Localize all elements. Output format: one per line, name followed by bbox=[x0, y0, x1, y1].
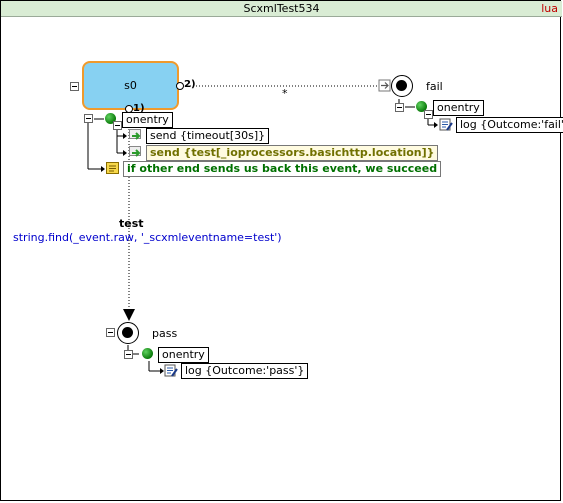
transition-marker: 2) bbox=[184, 79, 196, 90]
tree-arrow bbox=[434, 122, 438, 128]
collapse-s0-toggle[interactable] bbox=[70, 82, 79, 91]
state-fail-label: fail bbox=[426, 80, 443, 93]
initial-marker: 1) bbox=[133, 103, 145, 114]
collapse-fail-actions-toggle[interactable] bbox=[424, 110, 433, 119]
comment-action[interactable]: if other end sends us back this event, w… bbox=[123, 161, 442, 177]
collapse-pass-toggle[interactable] bbox=[106, 328, 115, 337]
collapse-s0-actions-toggle[interactable] bbox=[113, 121, 122, 130]
transition-to-pass-condition: string.find(_event.raw, '_scxmleventname… bbox=[13, 231, 282, 244]
state-s0-label: s0 bbox=[124, 79, 137, 92]
onentry-icon bbox=[105, 113, 116, 124]
log-icon bbox=[439, 118, 453, 131]
final-state-fail-icon[interactable] bbox=[391, 75, 413, 97]
pass-onentry-label[interactable]: onentry bbox=[158, 347, 209, 363]
pass-log-action[interactable]: log {Outcome:'pass'} bbox=[181, 363, 309, 379]
fail-log-action[interactable]: log {Outcome:'fail'} bbox=[456, 117, 563, 133]
onentry-icon bbox=[416, 101, 427, 112]
tree-arrow bbox=[160, 368, 164, 374]
diagram-title: ScxmlTest534 bbox=[243, 2, 320, 15]
collapse-s0-onentry-toggle[interactable] bbox=[84, 114, 93, 123]
state-s0[interactable]: s0 bbox=[82, 61, 179, 110]
fail-onentry-label[interactable]: onentry bbox=[433, 100, 484, 116]
transition-to-pass-arrowhead bbox=[123, 309, 135, 321]
state-pass-label: pass bbox=[152, 327, 178, 340]
tree-arrow bbox=[101, 166, 105, 172]
final-state-pass-icon[interactable] bbox=[117, 322, 139, 344]
transition-target-icon bbox=[378, 79, 391, 92]
comment-icon bbox=[106, 162, 119, 174]
collapse-pass-onentry-toggle[interactable] bbox=[124, 350, 133, 359]
transition-to-pass-event: test bbox=[119, 217, 144, 230]
send-icon bbox=[129, 129, 141, 140]
transition-port-icon[interactable] bbox=[176, 82, 184, 90]
send-timeout-action[interactable]: send {timeout[30s]} bbox=[146, 128, 270, 144]
tree-arrow bbox=[123, 150, 127, 156]
collapse-fail-onentry-toggle[interactable] bbox=[395, 103, 404, 112]
tree-arrow bbox=[123, 133, 127, 139]
transition-to-fail-event: * bbox=[282, 87, 288, 100]
s0-onentry-label[interactable]: onentry bbox=[122, 112, 173, 128]
log-icon bbox=[164, 364, 178, 377]
send-test-action[interactable]: send {test[_ioprocessors.basichttp.locat… bbox=[146, 145, 439, 161]
title-bar: ScxmlTest534 lua bbox=[1, 1, 562, 17]
language-tag: lua bbox=[541, 2, 558, 15]
onentry-icon bbox=[142, 348, 153, 359]
send-icon bbox=[129, 146, 141, 157]
